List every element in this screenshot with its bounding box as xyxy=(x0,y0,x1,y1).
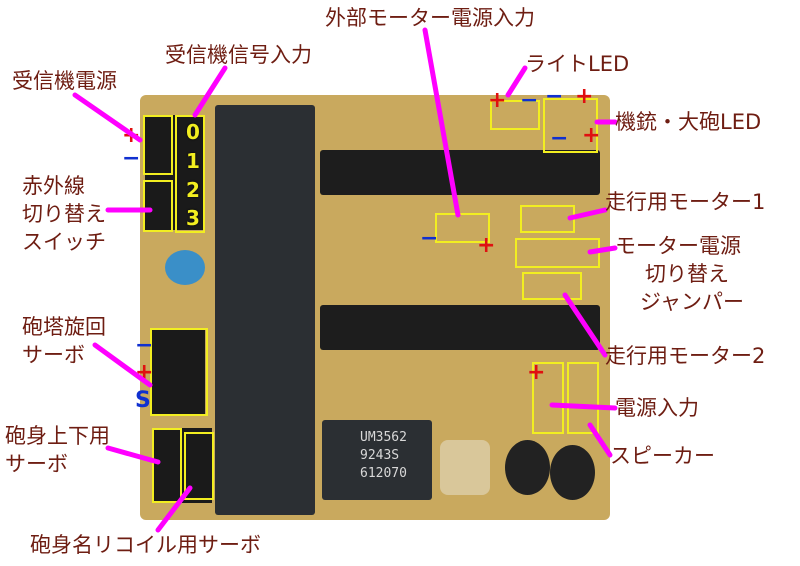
plus-sign: + xyxy=(477,233,496,258)
label-drive-motor2: 走行用モーター2 xyxy=(605,344,766,368)
arrow xyxy=(92,342,153,388)
label-drive-motor1: 走行用モーター1 xyxy=(605,190,766,214)
minus-sign: − xyxy=(550,126,569,151)
channel-0: 0 xyxy=(186,120,200,144)
receiver-signal-box xyxy=(175,115,205,233)
arrow xyxy=(587,422,613,458)
receiver-power-box xyxy=(143,115,173,175)
label-receiver-signal: 受信機信号入力 xyxy=(165,43,312,67)
label-line: スイッチ xyxy=(22,230,106,254)
arrow xyxy=(422,27,461,218)
label-line: 切り替え xyxy=(22,202,106,226)
label-ir-switch: 赤外線 切り替え スイッチ xyxy=(22,172,106,256)
heatsink-upper xyxy=(320,150,600,195)
arrow xyxy=(192,65,228,118)
arrow xyxy=(567,207,608,221)
ext-motor-box xyxy=(435,213,490,243)
gun-led-box xyxy=(543,98,598,153)
arrow xyxy=(155,485,193,533)
minus-sign: − xyxy=(122,146,141,171)
label-line: ジャンパー xyxy=(640,290,744,314)
drive-motor2-box xyxy=(522,272,582,300)
power-input-box xyxy=(532,362,564,434)
turret-servo-box xyxy=(150,328,208,416)
minus-sign: − xyxy=(420,226,439,251)
label-light-led: ライトLED xyxy=(525,52,630,76)
ir-switch-box xyxy=(143,180,173,232)
chip-line2: 9243S xyxy=(360,448,400,463)
pin-header xyxy=(152,428,212,503)
channel-2: 2 xyxy=(186,178,200,202)
plus-sign: + xyxy=(575,84,594,109)
label-barrel-servo: 砲身上下用 サーボ xyxy=(5,422,110,478)
chip-line3: 612070 xyxy=(360,466,407,481)
signal-sign: S xyxy=(135,388,151,413)
chip-line1: UM3562 xyxy=(360,430,407,445)
plus-sign: + xyxy=(488,88,507,113)
minus-sign: − xyxy=(135,333,154,358)
heatsink-lower xyxy=(320,305,600,350)
minus-sign: − xyxy=(520,88,539,113)
plus-sign: + xyxy=(527,360,546,385)
label-line: 砲身上下用 xyxy=(5,424,110,448)
transistor-2 xyxy=(550,445,595,500)
label-ext-motor-power: 外部モーター電源入力 xyxy=(325,6,535,30)
light-led-box xyxy=(490,100,540,130)
arrow xyxy=(72,92,143,143)
arrow xyxy=(505,65,528,98)
label-line: モーター電源 xyxy=(615,234,741,258)
pin-header xyxy=(150,330,205,415)
arrow xyxy=(562,292,608,358)
speaker-box xyxy=(567,362,599,434)
potentiometer xyxy=(440,440,490,495)
label-motor-power-jumper: モーター電源 切り替え ジャンパー xyxy=(615,232,744,316)
label-gun-cannon-led: 機銃・大砲LED xyxy=(615,110,762,134)
label-power-input: 電源入力 xyxy=(615,396,699,420)
channel-1: 1 xyxy=(186,149,200,173)
label-receiver-power: 受信機電源 xyxy=(12,69,117,93)
channel-3: 3 xyxy=(186,206,200,230)
transistor-1 xyxy=(505,440,550,495)
label-line: サーボ xyxy=(22,343,85,367)
recoil-servo-box xyxy=(184,432,214,500)
label-recoil-servo: 砲身名リコイル用サーボ xyxy=(30,533,261,557)
pin-header xyxy=(175,115,205,230)
arrow xyxy=(105,445,161,465)
plus-sign: + xyxy=(582,123,601,148)
label-turret-servo: 砲塔旋回 サーボ xyxy=(22,313,106,369)
label-speaker: スピーカー xyxy=(610,444,715,468)
label-line: サーボ xyxy=(5,452,68,476)
arrow xyxy=(587,245,618,255)
minus-sign: − xyxy=(545,84,564,109)
sound-chip: UM3562 9243S 612070 xyxy=(322,420,432,500)
label-line: 切り替え xyxy=(645,262,729,286)
microcontroller-chip xyxy=(215,105,315,515)
capacitor xyxy=(165,250,205,285)
barrel-servo-box xyxy=(152,428,182,503)
arrow xyxy=(549,402,618,411)
label-line: 砲塔旋回 xyxy=(22,315,106,339)
label-line: 赤外線 xyxy=(22,174,85,198)
